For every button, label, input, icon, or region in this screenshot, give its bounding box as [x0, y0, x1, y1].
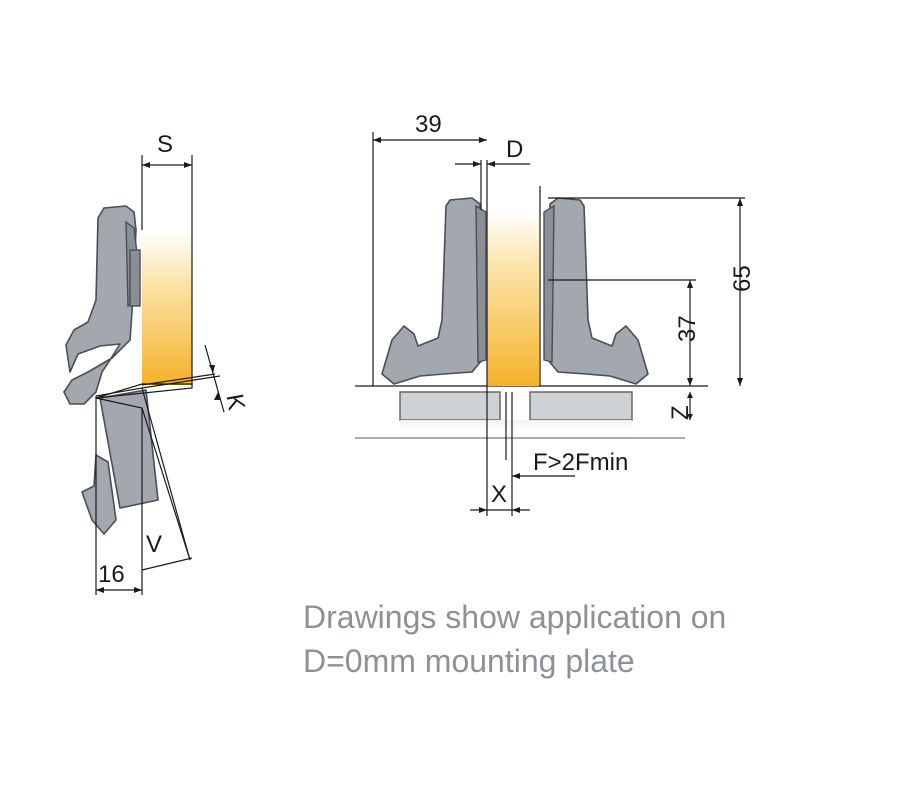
right-hinge-left [381, 197, 483, 385]
dim-f-label: F>2Fmin [533, 449, 628, 476]
right-door-panel [487, 210, 539, 386]
dim-d-label: D [506, 136, 523, 163]
dim-39-label: 39 [415, 111, 442, 138]
left-hinge-arm [63, 205, 137, 405]
right-view: 39 D 65 37 Z F>2Fmin [355, 111, 756, 516]
dim-37-label: 37 [674, 315, 701, 342]
left-view: S K V 16 [63, 131, 250, 595]
dim-s-label: S [157, 131, 173, 158]
dim-x-label: X [491, 481, 507, 508]
caption-line-1: Drawings show application on [303, 599, 727, 635]
mounting-plate-left [399, 391, 501, 421]
mounting-plate-right [529, 391, 633, 421]
left-door-panel [142, 230, 192, 385]
dim-16-label: 16 [98, 561, 125, 588]
dim-65-label: 65 [729, 265, 756, 292]
right-hinge-right [547, 197, 649, 385]
caption-line-2: D=0mm mounting plate [303, 643, 635, 679]
dim-z-label: Z [667, 405, 694, 420]
caption: Drawings show application on D=0mm mount… [303, 595, 863, 683]
dim-v-label: V [146, 531, 162, 558]
dim-k-label: K [220, 392, 249, 412]
